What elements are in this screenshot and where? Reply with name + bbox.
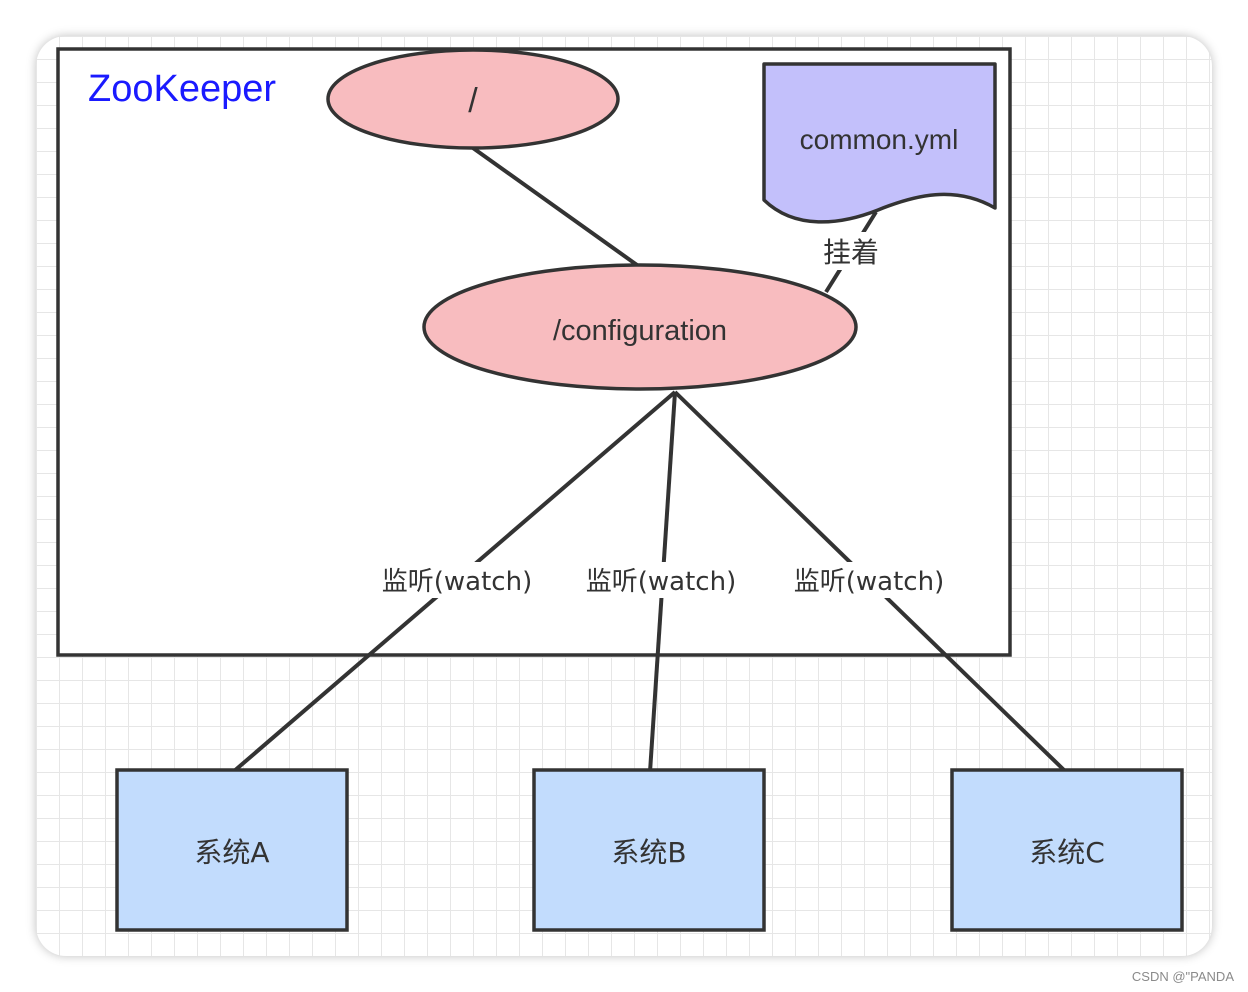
watch-label-b-bg: [578, 562, 744, 598]
system-a-label: 系统A: [194, 836, 269, 869]
configuration-node: [422, 263, 858, 391]
attach-label-bg: [818, 232, 884, 270]
watch-label-b: 监听(watch): [586, 567, 736, 597]
configuration-node-label: /configuration: [553, 315, 727, 347]
system-b-box: [532, 768, 766, 932]
system-a-box: [115, 768, 349, 932]
system-c-label: 系统C: [1029, 836, 1105, 869]
watermark: CSDN @"PANDA: [1131, 969, 1234, 984]
edge-root-configuration: [471, 146, 639, 267]
system-b-label: 系统B: [611, 836, 686, 869]
watch-label-c-bg: [786, 562, 952, 598]
attach-label: 挂着: [823, 236, 879, 269]
root-node: [326, 48, 620, 150]
watch-label-a-bg: [374, 562, 540, 598]
watch-label-a: 监听(watch): [382, 567, 532, 597]
zookeeper-title: ZooKeeper: [88, 68, 276, 110]
watch-label-c: 监听(watch): [794, 567, 944, 597]
file-document: [762, 62, 997, 224]
system-c-box: [950, 768, 1184, 932]
file-document-label: common.yml: [800, 124, 959, 155]
root-node-label: /: [468, 82, 478, 120]
